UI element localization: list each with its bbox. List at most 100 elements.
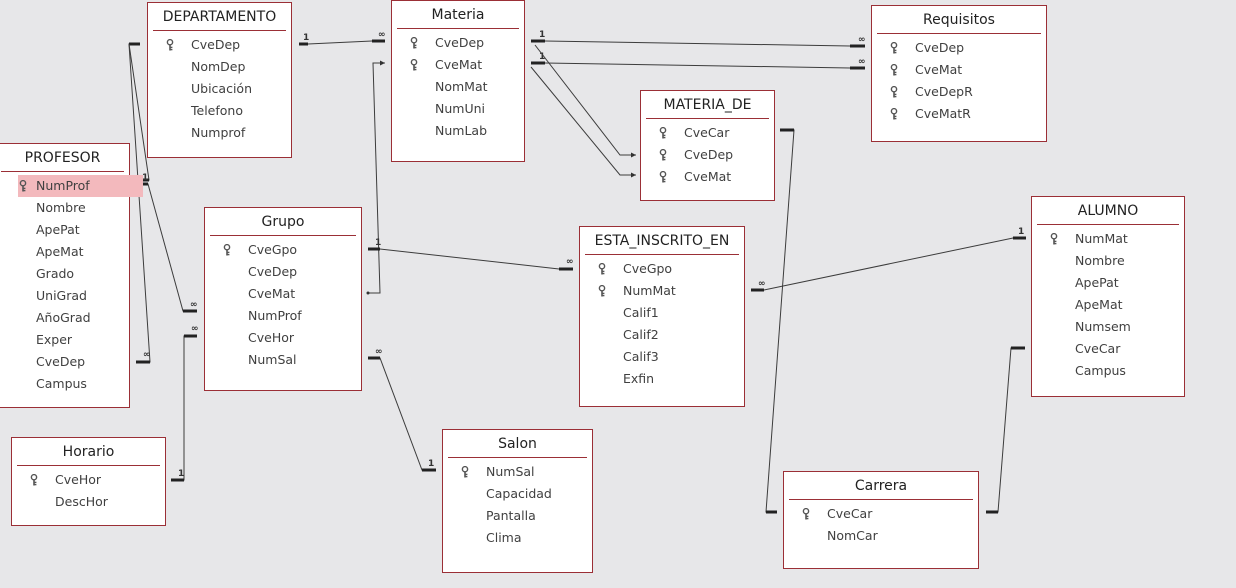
field-row-anograd[interactable]: AñoGrad bbox=[0, 307, 129, 329]
field-row-cvemat[interactable]: CveMat bbox=[872, 59, 1046, 81]
field-row-exfin[interactable]: Exfin bbox=[580, 368, 744, 390]
field-row-cvemat[interactable]: CveMat bbox=[641, 166, 774, 188]
field-row-numprof[interactable]: NumProf bbox=[18, 175, 143, 197]
relationship-line[interactable] bbox=[530, 66, 636, 178]
field-row-nomdep[interactable]: NomDep bbox=[148, 56, 291, 78]
field-row-cvematr[interactable]: CveMatR bbox=[872, 103, 1046, 125]
table-title[interactable]: Horario bbox=[17, 438, 160, 466]
table-title[interactable]: Requisitos bbox=[877, 6, 1041, 34]
relationship-line[interactable] bbox=[765, 128, 795, 514]
table-title[interactable]: Materia bbox=[397, 1, 519, 29]
field-row-cvedep[interactable]: CveDep bbox=[205, 261, 361, 283]
relationship-path[interactable] bbox=[530, 66, 636, 176]
field-row-cvehor[interactable]: CveHor bbox=[205, 327, 361, 349]
field-row-pantalla[interactable]: Pantalla bbox=[443, 505, 592, 527]
field-row-deschor[interactable]: DescHor bbox=[12, 491, 165, 513]
field-row-numsem[interactable]: Numsem bbox=[1032, 316, 1184, 338]
relationship-path[interactable] bbox=[534, 44, 636, 156]
relationship-line[interactable]: 1∞ bbox=[299, 30, 386, 46]
relationship-path[interactable] bbox=[531, 62, 865, 69]
table-title[interactable]: MATERIA_DE bbox=[646, 91, 769, 119]
field-row-nomcar[interactable]: NomCar bbox=[784, 525, 978, 547]
field-row-cvecar[interactable]: CveCar bbox=[641, 122, 774, 144]
relationship-path[interactable] bbox=[531, 40, 865, 47]
field-row-nummat[interactable]: NumMat bbox=[1032, 228, 1184, 250]
relationship-path[interactable] bbox=[171, 335, 197, 481]
relationship-line[interactable] bbox=[366, 60, 386, 295]
relationship-path[interactable] bbox=[986, 347, 1025, 513]
field-row-cvemat[interactable]: CveMat bbox=[392, 54, 524, 76]
relationship-line[interactable]: 1∞ bbox=[751, 227, 1026, 292]
field-row-numsal[interactable]: NumSal bbox=[443, 461, 592, 483]
field-row-cvehor[interactable]: CveHor bbox=[12, 469, 165, 491]
field-row-clima[interactable]: Clima bbox=[443, 527, 592, 549]
field-row-apemat[interactable]: ApeMat bbox=[1032, 294, 1184, 316]
field-row-cvedepr[interactable]: CveDepR bbox=[872, 81, 1046, 103]
field-row-unigrad[interactable]: UniGrad bbox=[0, 285, 129, 307]
field-row-numprof[interactable]: Numprof bbox=[148, 122, 291, 144]
field-row-apepat[interactable]: ApePat bbox=[1032, 272, 1184, 294]
field-row-telefono[interactable]: Telefono bbox=[148, 100, 291, 122]
table-title[interactable]: PROFESOR bbox=[1, 144, 124, 172]
field-row-nummat[interactable]: NumMat bbox=[580, 280, 744, 302]
field-row-cvedep[interactable]: CveDep bbox=[872, 37, 1046, 59]
field-row-cvegpo[interactable]: CveGpo bbox=[205, 239, 361, 261]
relationship-path[interactable] bbox=[128, 43, 150, 181]
table-title[interactable]: Grupo bbox=[210, 208, 356, 236]
field-row-apepat[interactable]: ApePat bbox=[0, 219, 129, 241]
field-row-numprof[interactable]: NumProf bbox=[205, 305, 361, 327]
field-row-calif1[interactable]: Calif1 bbox=[580, 302, 744, 324]
field-row-grado[interactable]: Grado bbox=[0, 263, 129, 285]
field-row-nommat[interactable]: NomMat bbox=[392, 76, 524, 98]
field-row-apemat[interactable]: ApeMat bbox=[0, 241, 129, 263]
field-row-numlab[interactable]: NumLab bbox=[392, 120, 524, 142]
relationship-line[interactable] bbox=[986, 346, 1025, 514]
field-row-numuni[interactable]: NumUni bbox=[392, 98, 524, 120]
relationship-line[interactable]: ∞ bbox=[128, 43, 151, 364]
relationship-line[interactable]: 1∞ bbox=[368, 347, 436, 472]
field-row-cvecar[interactable]: CveCar bbox=[1032, 338, 1184, 360]
field-row-ubicacion[interactable]: Ubicación bbox=[148, 78, 291, 100]
relationship-path[interactable] bbox=[368, 357, 436, 471]
field-row-capacidad[interactable]: Capacidad bbox=[443, 483, 592, 505]
relationship-line[interactable]: 1∞ bbox=[531, 30, 866, 48]
relationship-line[interactable]: 1∞ bbox=[171, 324, 199, 482]
field-row-cvedep[interactable]: CveDep bbox=[392, 32, 524, 54]
field-row-calif2[interactable]: Calif2 bbox=[580, 324, 744, 346]
field-row-nombre[interactable]: Nombre bbox=[1032, 250, 1184, 272]
field-row-cvedep[interactable]: CveDep bbox=[641, 144, 774, 166]
relationship-path[interactable] bbox=[368, 62, 385, 294]
table-title[interactable]: DEPARTAMENTO bbox=[153, 3, 286, 31]
field-row-campus[interactable]: Campus bbox=[1032, 360, 1184, 382]
field-row-exper[interactable]: Exper bbox=[0, 329, 129, 351]
relationship-line[interactable] bbox=[534, 44, 636, 158]
field-row-cvedep[interactable]: CveDep bbox=[148, 34, 291, 56]
field-row-numsal[interactable]: NumSal bbox=[205, 349, 361, 371]
relationship-line[interactable]: 1∞ bbox=[368, 238, 574, 271]
field-row-cvegpo[interactable]: CveGpo bbox=[580, 258, 744, 280]
table-title[interactable]: ALUMNO bbox=[1037, 197, 1179, 225]
field-row-cvedep[interactable]: CveDep bbox=[0, 351, 129, 373]
field-row-nombre[interactable]: Nombre bbox=[0, 197, 129, 219]
table-title[interactable]: Salon bbox=[448, 430, 587, 458]
field-row-calif3[interactable]: Calif3 bbox=[580, 346, 744, 368]
field-row-cvecar[interactable]: CveCar bbox=[784, 503, 978, 525]
table-title[interactable]: ESTA_INSCRITO_EN bbox=[585, 227, 739, 255]
field-row-cvemat[interactable]: CveMat bbox=[205, 283, 361, 305]
relationship-line[interactable] bbox=[128, 42, 150, 182]
relationship-path[interactable] bbox=[751, 237, 1026, 291]
field-row-campus[interactable]: Campus bbox=[0, 373, 129, 395]
relationship-path[interactable] bbox=[368, 248, 573, 270]
table-title[interactable]: Carrera bbox=[789, 472, 973, 500]
